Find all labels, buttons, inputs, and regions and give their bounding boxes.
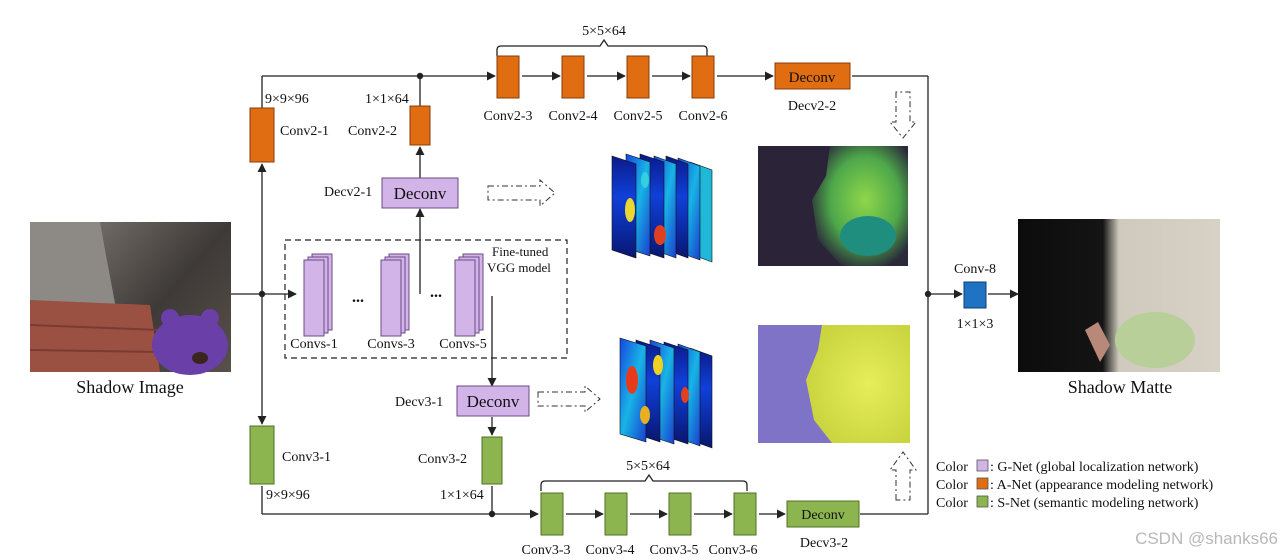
dashed-arrow-g2-right-icon — [537, 384, 601, 414]
heatmap-stack-top — [611, 153, 713, 263]
ellipsis-1: ... — [352, 289, 364, 306]
conv3-3-label: Conv3-3 — [522, 543, 571, 558]
decv2-2-label: Decv2-2 — [788, 99, 836, 114]
appearance-feature-image — [758, 146, 908, 266]
conv2-6-block — [691, 55, 715, 99]
conv3-3-block — [540, 492, 564, 536]
conv8-label: Conv-8 — [954, 262, 996, 277]
legend-prefix-2: Color — [936, 496, 968, 511]
conv2-2-block — [409, 105, 431, 146]
decv3-1-deconv-text: Deconv — [467, 392, 520, 411]
decv3-2-block — [786, 500, 860, 528]
connection-lines — [231, 71, 1019, 519]
decv2-1-label: Decv2-1 — [324, 185, 372, 200]
legend-swatch-a-net — [976, 477, 989, 490]
dim-bottom-5x5x64: 5×5×64 — [626, 459, 670, 474]
decv2-2-block — [774, 62, 851, 90]
legend-prefix-1: Color — [936, 478, 968, 493]
convs-5-label: Convs-5 — [439, 337, 486, 352]
dashed-arrow-a-down-icon — [888, 91, 918, 139]
decv2-2-deconv-text: Deconv — [789, 70, 836, 86]
dashed-arrow-s-up-icon — [889, 451, 917, 501]
semantic-feature-image — [758, 325, 910, 443]
conv3-1-label: Conv3-1 — [282, 450, 331, 465]
legend-text-0: : G-Net (global localization network) — [990, 460, 1199, 475]
shadow-matte-label: Shadow Matte — [1068, 377, 1172, 397]
conv2-4-block — [561, 55, 585, 99]
shadow-image — [29, 222, 231, 375]
vgg-label-line2: VGG model — [487, 260, 551, 275]
conv3-4-label: Conv3-4 — [586, 543, 635, 558]
conv2-1-dim: 9×9×96 — [265, 92, 309, 107]
conv3-2-block — [481, 436, 503, 485]
legend-swatch-g-net — [976, 459, 989, 472]
ellipsis-2: ... — [430, 284, 442, 301]
legend-prefix-0: Color — [936, 460, 968, 475]
conv3-6-block — [733, 492, 757, 536]
decv3-1-label: Decv3-1 — [395, 395, 443, 410]
decv2-1-deconv-text: Deconv — [394, 184, 447, 203]
legend-text-2: : S-Net (semantic modeling network) — [990, 496, 1199, 511]
conv3-1-block — [249, 425, 275, 485]
legend-swatch-s-net — [976, 495, 989, 508]
conv2-3-block — [496, 55, 520, 99]
conv2-1-block — [249, 107, 275, 163]
heatmap-stack-bottom — [619, 337, 713, 449]
decv3-2-label: Decv3-2 — [800, 536, 848, 551]
bracket-bottom — [540, 473, 748, 491]
conv3-6-label: Conv3-6 — [709, 543, 758, 558]
watermark: CSDN @shanks66 — [1135, 529, 1278, 548]
legend: Color : G-Net (global localization netwo… — [936, 459, 1213, 511]
conv3-2-label: Conv3-2 — [418, 452, 467, 467]
dim-top-5x5x64: 5×5×64 — [582, 24, 626, 39]
conv2-6-label: Conv2-6 — [679, 109, 728, 124]
vgg-dashed-box — [284, 239, 568, 359]
conv2-3-label: Conv2-3 — [484, 109, 533, 124]
decv3-1-block — [456, 385, 530, 417]
vgg-label-line1: Fine-tuned — [492, 244, 549, 259]
decv2-1-block — [381, 177, 459, 209]
conv3-5-block — [668, 492, 692, 536]
decv3-2-deconv-text: Deconv — [801, 508, 845, 523]
dashed-arrow-g1-right-icon — [487, 178, 556, 208]
conv2-2-dim: 1×1×64 — [365, 92, 409, 107]
conv2-1-label: Conv2-1 — [280, 124, 329, 139]
shadow-image-label: Shadow Image — [76, 377, 183, 397]
conv3-5-label: Conv3-5 — [650, 543, 699, 558]
conv8-block — [963, 281, 987, 309]
conv3-2-dim: 1×1×64 — [440, 488, 484, 503]
convs-3-stack — [380, 253, 410, 337]
conv2-5-block — [626, 55, 650, 99]
conv3-4-block — [604, 492, 628, 536]
conv2-5-label: Conv2-5 — [614, 109, 663, 124]
conv2-4-label: Conv2-4 — [549, 109, 598, 124]
conv2-2-label: Conv2-2 — [348, 124, 397, 139]
convs-3-label: Convs-3 — [367, 337, 414, 352]
legend-text-1: : A-Net (appearance modeling network) — [990, 478, 1213, 493]
bracket-top — [496, 38, 708, 56]
conv3-1-dim: 9×9×96 — [266, 488, 310, 503]
shadow-matte-image — [1018, 219, 1220, 372]
conv8-dim: 1×1×3 — [957, 317, 994, 332]
convs-5-stack — [454, 253, 484, 337]
convs-1-label: Convs-1 — [290, 337, 337, 352]
convs-1-stack — [303, 253, 333, 337]
